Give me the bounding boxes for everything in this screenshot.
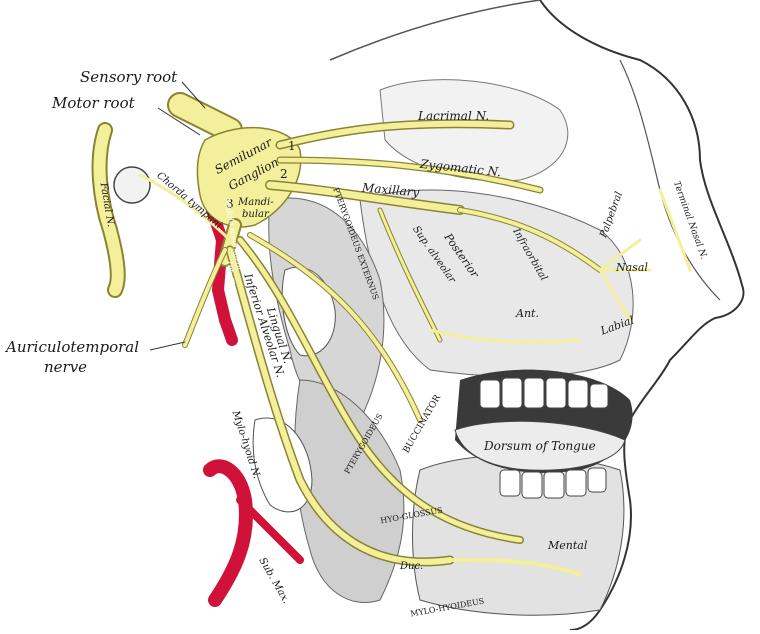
internal-maxillary-artery <box>203 459 253 607</box>
maxilla-region <box>359 189 634 378</box>
label-ant: Ant. <box>516 307 539 320</box>
label-auriculotemporal-nerve: nerve <box>44 358 88 376</box>
upper-teeth <box>479 377 609 409</box>
artery-branch <box>236 496 304 564</box>
sublingual-gland <box>281 266 336 357</box>
tympanic-ring <box>113 166 151 204</box>
tongue <box>454 420 626 471</box>
submaxillary-gland <box>252 417 313 513</box>
label-mandibular-1: Mandi- <box>238 197 274 208</box>
label-auriculotemporal: Auriculotemporal <box>6 338 140 356</box>
leader-auriculotemporal <box>149 341 186 351</box>
label-mandibular-2: bular <box>242 209 269 220</box>
label-div-1: 1 <box>288 139 296 153</box>
facial-nerve-fill <box>93 124 124 296</box>
sensory-root-fill <box>169 94 241 141</box>
nerve-branches <box>138 119 692 577</box>
face-profile-outline <box>539 0 745 631</box>
label-mental: Mental <box>548 539 588 552</box>
leader-motor-root <box>157 107 201 136</box>
label-dorsum-tongue: Dorsum of Tongue <box>484 439 596 453</box>
label-nasal: Nasal <box>616 261 648 274</box>
label-motor-root: Motor root <box>52 94 135 112</box>
skull-contour <box>329 0 541 61</box>
label-duct: Duc. <box>400 561 424 572</box>
label-sensory-root: Sensory root <box>80 68 178 86</box>
label-div-3: 3 <box>226 197 234 211</box>
label-lacrimal: Lacrimal N. <box>418 109 490 123</box>
lower-teeth <box>499 467 607 499</box>
leader-sensory-root <box>181 81 206 109</box>
label-div-2: 2 <box>280 167 288 181</box>
semilunar-ganglion <box>196 127 302 228</box>
